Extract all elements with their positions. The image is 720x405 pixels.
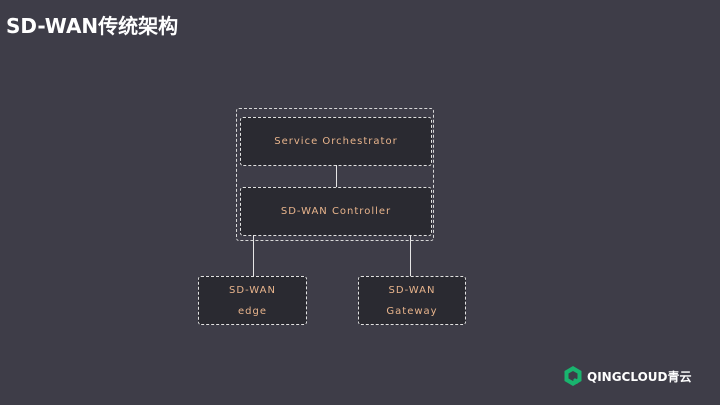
controller-gateway-connector bbox=[410, 235, 411, 276]
sdwan-gateway-box: SD-WAN Gateway bbox=[358, 276, 466, 325]
service-orchestrator-label: Service Orchestrator bbox=[274, 136, 398, 147]
service-orchestrator-box: Service Orchestrator bbox=[240, 117, 432, 166]
sdwan-edge-box: SD-WAN edge bbox=[198, 276, 307, 325]
controller-edge-connector bbox=[253, 235, 254, 276]
qingcloud-logo-text: QINGCLOUD青云 bbox=[587, 369, 692, 384]
sdwan-gateway-label-line2: Gateway bbox=[386, 305, 438, 317]
sdwan-gateway-label-line1: SD-WAN bbox=[388, 284, 436, 296]
orchestrator-controller-connector bbox=[336, 165, 337, 187]
qingcloud-logo-icon bbox=[564, 366, 582, 386]
sdwan-edge-label-line2: edge bbox=[238, 305, 267, 317]
slide-title: SD-WAN传统架构 bbox=[6, 14, 179, 38]
sdwan-edge-label-line1: SD-WAN bbox=[229, 284, 276, 296]
sdwan-controller-label: SD-WAN Controller bbox=[280, 206, 392, 217]
sdwan-controller-box: SD-WAN Controller bbox=[240, 187, 432, 236]
qingcloud-logo: QINGCLOUD青云 bbox=[563, 365, 692, 387]
controller-group-frame bbox=[236, 108, 434, 241]
